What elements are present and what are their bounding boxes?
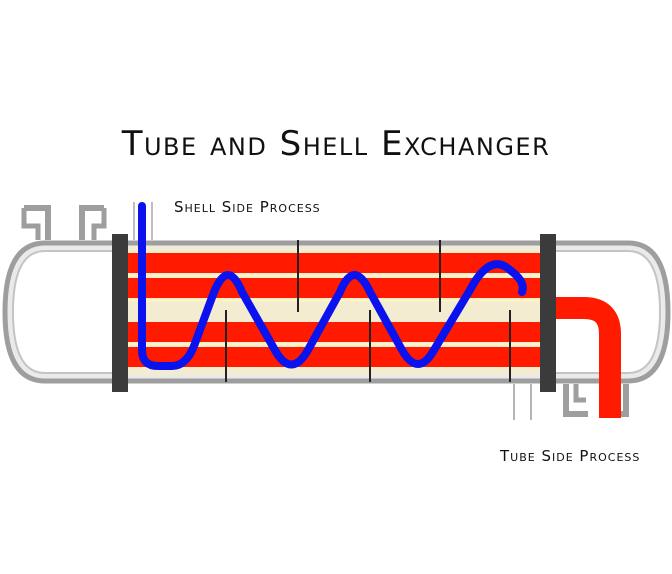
shell-side-label: Shell Side Process: [174, 198, 321, 216]
diagram-title: Tube and Shell Exchanger: [121, 124, 551, 164]
tube-side-outlet-pipe: [556, 297, 621, 418]
tube-side-label: Tube Side Process: [499, 447, 640, 465]
tube-row: [118, 278, 542, 298]
tube-rows: [118, 253, 542, 367]
tube-row: [118, 253, 542, 273]
baffles: [225, 240, 511, 382]
tube-row: [118, 322, 542, 342]
tube-sheet-right: [540, 234, 556, 392]
shell-inlet-nozzle: [21, 205, 107, 240]
tube-sheet-left: [112, 234, 128, 392]
shell-outlet-nozzle: [513, 384, 532, 420]
shell-side-flow-path: [138, 202, 527, 370]
